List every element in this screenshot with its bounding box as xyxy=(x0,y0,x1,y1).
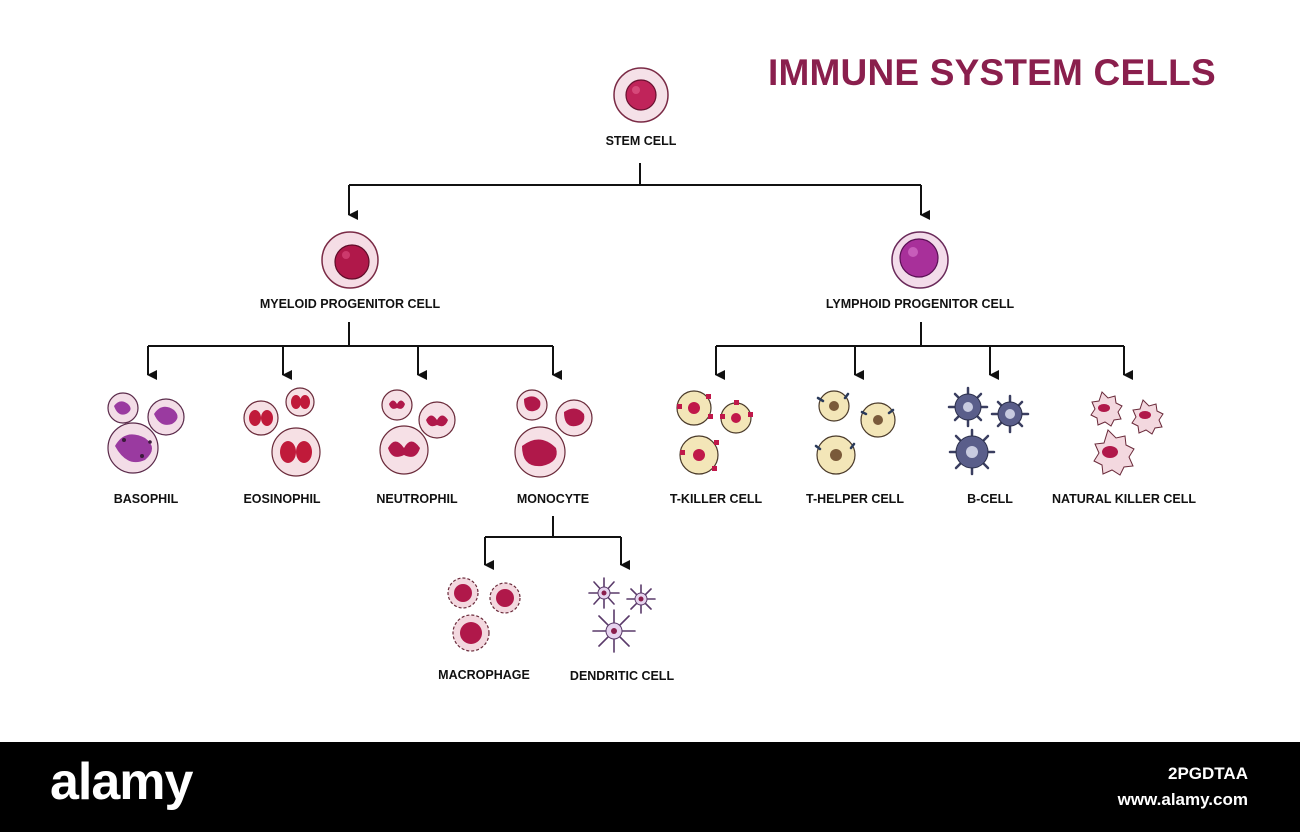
diagram-title: IMMUNE SYSTEM CELLS xyxy=(768,52,1216,93)
eosinophil-illustration xyxy=(243,387,321,477)
neutrophil-illustration xyxy=(379,389,456,475)
myeloid-progenitor-illustration xyxy=(321,231,379,289)
b-cell-illustration xyxy=(947,386,1030,476)
watermark-footer: alamy 2PGDTAA www.alamy.com xyxy=(0,742,1300,832)
label-t-killer: T-KILLER CELL xyxy=(669,492,763,506)
label-t-helper: T-HELPER CELL xyxy=(806,492,904,506)
image-id: 2PGDTAA xyxy=(1168,764,1248,783)
label-natural-killer: NATURAL KILLER CELL xyxy=(1052,492,1196,506)
stem-cell-illustration xyxy=(613,67,669,123)
label-monocyte: MONOCYTE xyxy=(516,492,590,506)
source-url: www.alamy.com xyxy=(1117,790,1248,809)
label-neutrophil: NEUTROPHIL xyxy=(376,492,458,506)
t-helper-illustration xyxy=(814,390,896,475)
monocyte-illustration xyxy=(514,389,593,478)
watermark-logo: alamy xyxy=(50,753,193,811)
label-b-cell: B-CELL xyxy=(967,492,1013,506)
label-lymphoid-progenitor: LYMPHOID PROGENITOR CELL xyxy=(825,297,1015,311)
label-macrophage: MACROPHAGE xyxy=(438,668,530,682)
lymphoid-progenitor-illustration xyxy=(891,231,949,289)
diagram: IMMUNE SYSTEM CELLS STEM CELL MYELOID PR… xyxy=(107,52,1216,683)
basophil-illustration xyxy=(107,392,185,474)
label-stem-cell: STEM CELL xyxy=(605,134,677,148)
dendritic-illustration xyxy=(588,577,656,653)
label-myeloid-progenitor: MYELOID PROGENITOR CELL xyxy=(259,297,441,311)
macrophage-illustration xyxy=(447,577,521,652)
label-basophil: BASOPHIL xyxy=(113,492,179,506)
connector-lines xyxy=(147,163,1133,570)
t-killer-illustration xyxy=(676,390,753,475)
natural-killer-illustration xyxy=(1090,391,1164,476)
label-dendritic: DENDRITIC CELL xyxy=(569,669,675,683)
label-eosinophil: EOSINOPHIL xyxy=(243,492,321,506)
diagram-art xyxy=(107,67,1164,653)
